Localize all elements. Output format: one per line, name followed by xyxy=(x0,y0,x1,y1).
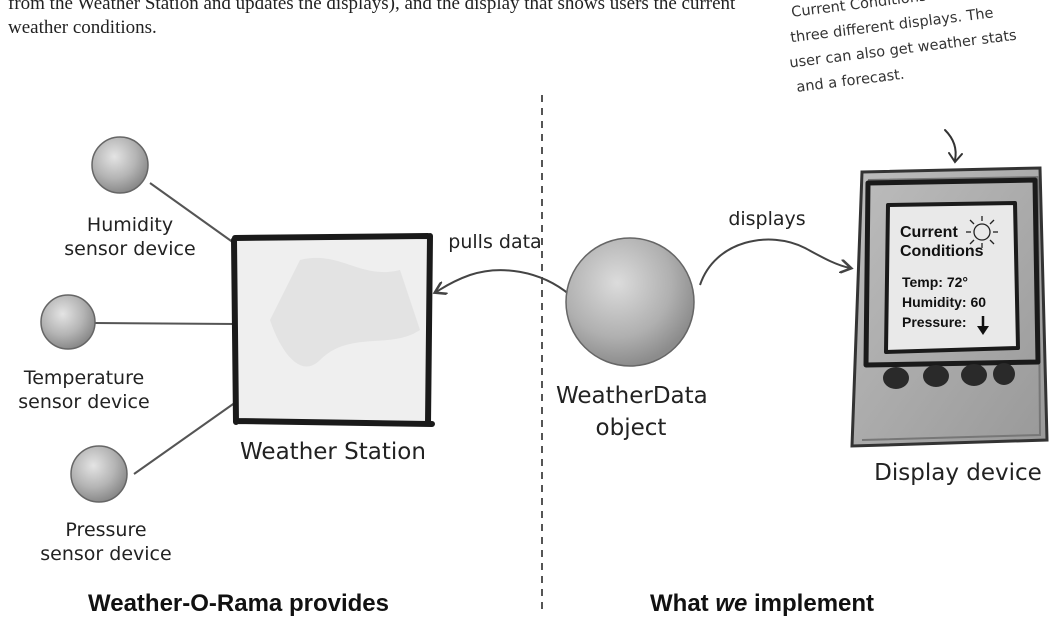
intro-text: from the Weather Station and updates the… xyxy=(8,0,736,38)
weatherdata-label-line1: WeatherData xyxy=(556,383,708,409)
temperature-sensor-ball xyxy=(40,294,96,350)
temperature-label-line1: Temperature xyxy=(23,367,145,389)
screen-temp: Temp: 72° xyxy=(902,274,969,290)
footer-left: Weather-O-Rama provides xyxy=(88,590,389,617)
device-button-1 xyxy=(883,367,909,389)
footer-right: What we implement xyxy=(650,590,950,618)
screen-readings: Temp: 72° Humidity: 60 Pressure: xyxy=(902,272,986,332)
temperature-label: Temperature sensor device xyxy=(8,366,160,414)
weather-station-label: Weather Station xyxy=(240,439,426,465)
displays-arrow xyxy=(699,238,850,286)
displays-label: displays xyxy=(728,208,806,230)
annotation-arrow xyxy=(944,129,963,164)
pressure-sensor-ball xyxy=(70,445,128,503)
pressure-label-line1: Pressure xyxy=(65,519,147,541)
sun-icon xyxy=(966,216,998,248)
footer-right-post: implement xyxy=(747,590,875,617)
humidity-label-line2: sensor device xyxy=(64,238,196,260)
pressure-label-line2: sensor device xyxy=(40,543,172,565)
humidity-label-line1: Humidity xyxy=(86,214,174,236)
pressure-connector xyxy=(133,401,237,475)
weather-station-box xyxy=(231,233,435,427)
pulls-data-arrow xyxy=(436,269,571,296)
display-device-label: Display device xyxy=(874,460,1042,486)
down-arrow-icon xyxy=(977,316,989,335)
device-button-4 xyxy=(993,363,1015,385)
temperature-connector xyxy=(94,322,237,325)
display-device xyxy=(850,166,1049,448)
humidity-connector xyxy=(149,182,235,244)
footer-right-em: we xyxy=(715,590,748,617)
screen-humidity: Humidity: 60 xyxy=(902,294,987,310)
device-button-2 xyxy=(923,365,949,387)
footer-right-pre: What xyxy=(650,590,716,617)
weatherdata-label: WeatherData object xyxy=(556,380,708,444)
device-button-3 xyxy=(961,364,987,386)
screen-title-line1: Current xyxy=(900,224,958,241)
weatherdata-label-line2: object xyxy=(595,415,667,441)
humidity-label: Humidity sensor device xyxy=(60,213,200,261)
weatherdata-ball xyxy=(565,237,695,367)
screen-pressure: Pressure: xyxy=(902,314,967,330)
humidity-sensor-ball xyxy=(91,136,149,194)
screen-title: Current Conditions xyxy=(900,223,984,261)
pressure-label: Pressure sensor device xyxy=(36,518,176,566)
temperature-label-line2: sensor device xyxy=(18,391,150,413)
screen-title-line2: Conditions xyxy=(900,243,984,260)
pulls-data-label: pulls data xyxy=(448,231,542,253)
